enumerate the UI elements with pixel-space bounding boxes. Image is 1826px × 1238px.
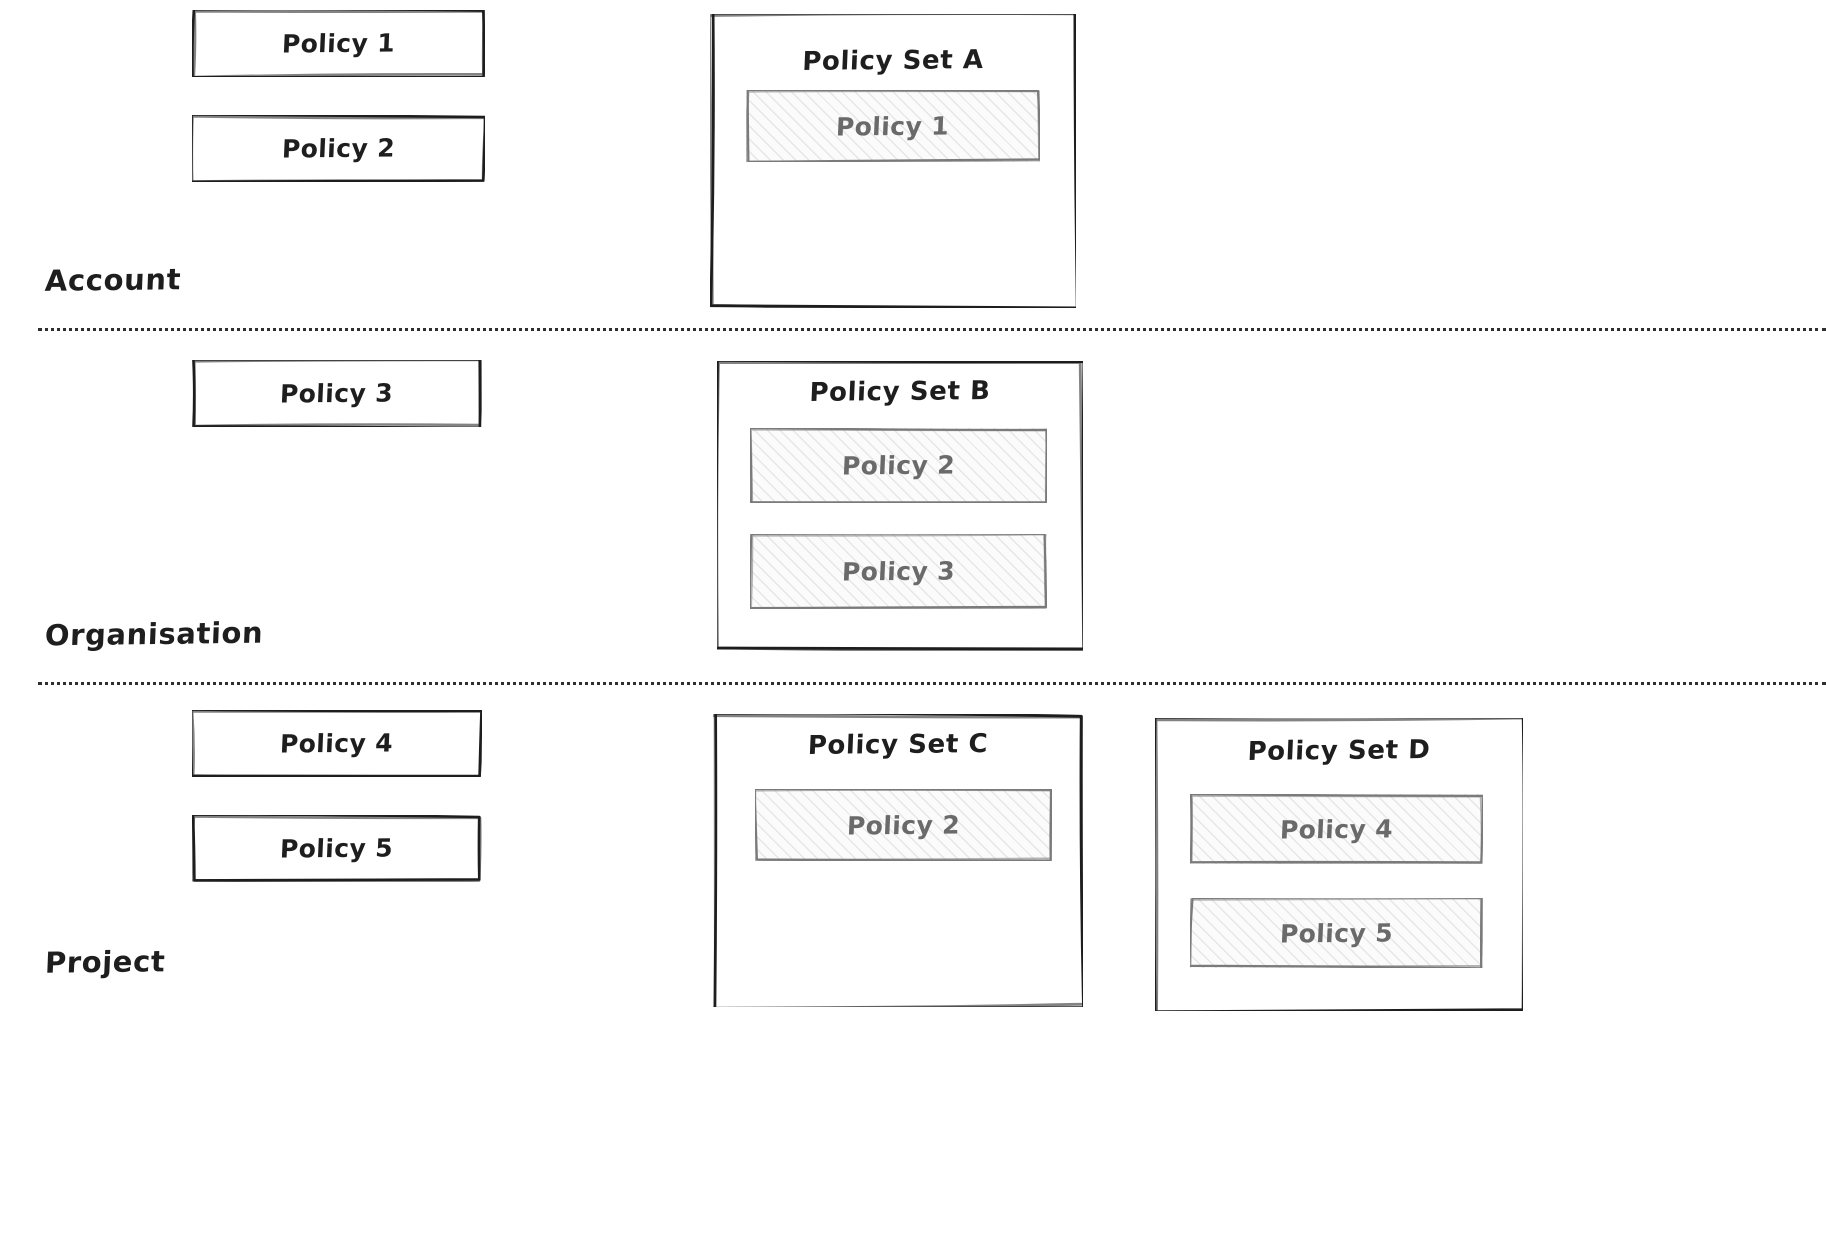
policy-chip-label: Policy 3 xyxy=(841,556,956,587)
policy-set-title: Policy Set A xyxy=(801,45,985,77)
policy-chip-label: Policy 2 xyxy=(841,450,956,481)
policy-set-d[interactable]: Policy Set D Policy 4 Policy 5 xyxy=(1155,718,1523,1011)
policy-box-policy-1[interactable]: Policy 1 xyxy=(192,10,485,77)
account-organisation-divider xyxy=(38,328,1826,331)
policy-set-title: Policy Set D xyxy=(1246,735,1432,767)
policy-box-label: Policy 5 xyxy=(279,833,395,864)
policy-chip-label: Policy 2 xyxy=(846,810,961,840)
policy-box-label: Policy 2 xyxy=(281,133,396,164)
policy-chip-label: Policy 1 xyxy=(835,111,951,141)
tier-label-project: Project xyxy=(44,944,167,980)
policy-chip-label: Policy 4 xyxy=(1279,814,1394,844)
tier-label-account: Account xyxy=(44,262,182,298)
policy-set-title: Policy Set C xyxy=(807,729,989,761)
policy-set-a[interactable]: Policy Set A Policy 1 xyxy=(710,14,1076,308)
policy-box-label: Policy 4 xyxy=(279,728,395,759)
policy-chip-label: Policy 5 xyxy=(1279,918,1394,948)
policy-chip-policy-4[interactable]: Policy 4 xyxy=(1190,794,1483,864)
policy-chip-policy-2[interactable]: Policy 2 xyxy=(755,789,1052,861)
policy-chip-policy-5[interactable]: Policy 5 xyxy=(1190,898,1483,968)
policy-box-policy-2[interactable]: Policy 2 xyxy=(192,115,485,182)
policy-box-policy-3[interactable]: Policy 3 xyxy=(192,360,482,427)
policy-box-label: Policy 1 xyxy=(281,28,396,59)
tier-label-organisation: Organisation xyxy=(44,615,265,653)
policy-chip-policy-2[interactable]: Policy 2 xyxy=(750,428,1047,503)
organisation-project-divider xyxy=(38,682,1826,685)
policy-set-title: Policy Set B xyxy=(808,376,992,408)
policy-set-c[interactable]: Policy Set C Policy 2 xyxy=(713,714,1083,1007)
policy-set-b[interactable]: Policy Set B Policy 2 Policy 3 xyxy=(717,361,1083,651)
policy-chip-policy-1[interactable]: Policy 1 xyxy=(746,90,1040,162)
policy-box-policy-4[interactable]: Policy 4 xyxy=(192,710,482,777)
policy-box-label: Policy 3 xyxy=(279,378,395,409)
policy-chip-policy-3[interactable]: Policy 3 xyxy=(750,534,1047,609)
policy-box-policy-5[interactable]: Policy 5 xyxy=(192,815,482,882)
